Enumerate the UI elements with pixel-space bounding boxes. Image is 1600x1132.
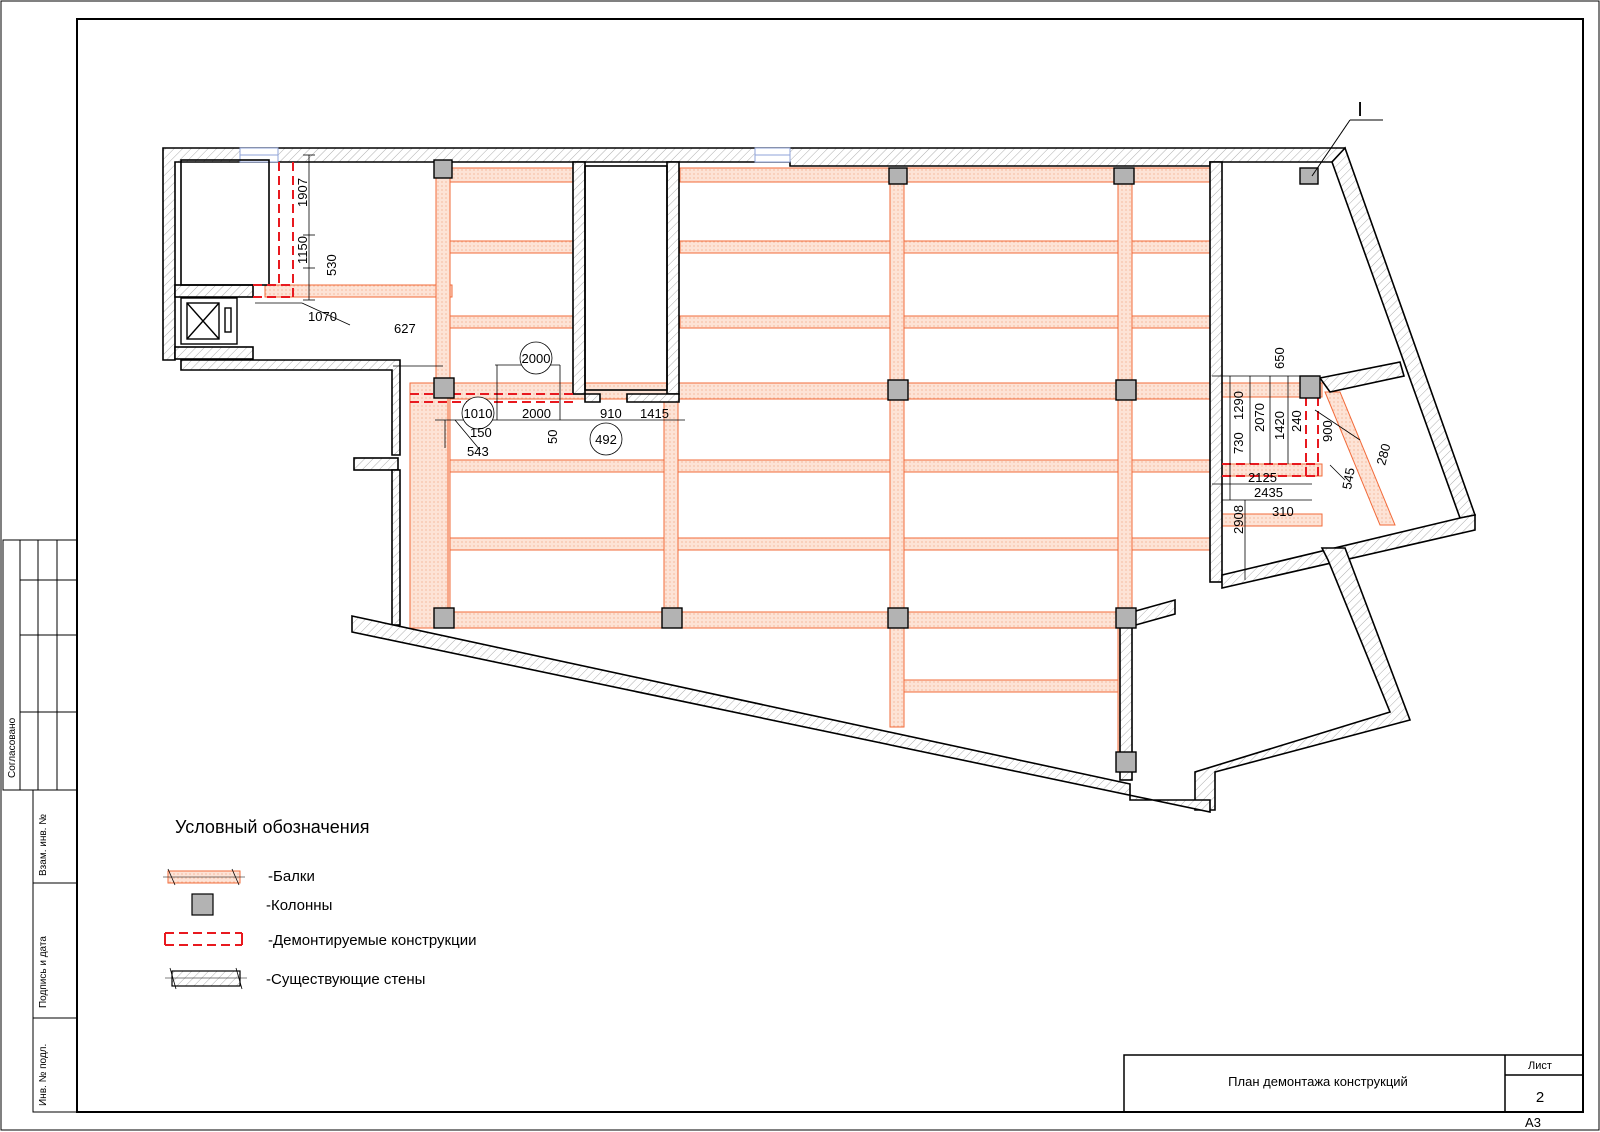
dim-240: 240 — [1289, 410, 1304, 432]
paper-format: А3 — [1525, 1115, 1541, 1130]
dim-2125: 2125 — [1248, 470, 1277, 485]
dim-2000-circled: 2000 — [522, 351, 551, 366]
column — [1115, 379, 1137, 401]
sheet-label: Лист — [1528, 1060, 1552, 1072]
legend-title: Условный обозначения — [175, 817, 370, 837]
column — [433, 607, 455, 629]
section-mark: I — [1357, 99, 1363, 121]
dim-1415: 1415 — [640, 406, 669, 421]
dim-1290: 1290 — [1231, 391, 1246, 420]
column — [433, 159, 453, 179]
dim-492-circled: 492 — [595, 432, 617, 447]
sheet-number: 2 — [1536, 1089, 1544, 1106]
legend-demolished-symbol — [164, 932, 243, 946]
dim-1420: 1420 — [1272, 411, 1287, 440]
room-outlines — [180, 159, 668, 391]
column — [1115, 607, 1137, 629]
legend-wall-label: -Существующие стены — [266, 971, 425, 988]
column — [887, 379, 909, 401]
legend-beam-symbol — [163, 868, 245, 886]
column — [887, 607, 909, 629]
legend-column-label: -Колонны — [266, 897, 332, 914]
dimension-lines — [255, 154, 1361, 580]
stamp-signature-date: Подпись и дата — [38, 936, 49, 1008]
dim-1010: 1010 — [464, 406, 493, 421]
side-stamp — [2, 539, 78, 1113]
dim-650: 650 — [1272, 347, 1287, 369]
dim-730: 730 — [1231, 432, 1246, 454]
column — [661, 607, 683, 629]
dim-310: 310 — [1272, 504, 1294, 519]
stamp-original-inv: Инв. № подл. — [38, 1044, 49, 1106]
columns — [433, 159, 1321, 773]
walls — [162, 146, 1477, 813]
dim-2070: 2070 — [1252, 403, 1267, 432]
dim-545: 545 — [1339, 467, 1358, 491]
dim-900: 900 — [1320, 420, 1335, 442]
windows — [239, 147, 791, 163]
dim-50: 50 — [545, 430, 560, 444]
legend-beam-label: -Балки — [268, 868, 315, 885]
column — [888, 167, 908, 185]
elevator-symbol — [180, 297, 238, 345]
column — [1115, 751, 1137, 773]
stamp-replaced-inv: Взам. инв. № — [38, 814, 49, 876]
column — [1113, 167, 1135, 185]
dim-910: 910 — [600, 406, 622, 421]
dim-530: 530 — [324, 254, 339, 276]
title-block — [1123, 1054, 1584, 1113]
dim-150: 150 — [470, 425, 492, 440]
dimension-circles — [461, 341, 623, 456]
section-mark-group — [1311, 119, 1383, 177]
dim-1150: 1150 — [295, 236, 310, 264]
column — [1299, 375, 1321, 399]
dim-543: 543 — [467, 444, 489, 459]
dim-2000: 2000 — [522, 406, 551, 421]
dim-1070: 1070 — [308, 309, 337, 324]
beams — [264, 167, 1396, 773]
legend-demolished-label: -Демонтируемые конструкции — [268, 932, 476, 949]
legend-wall-symbol — [165, 967, 247, 990]
stamp-agreed: Согласовано — [7, 717, 18, 778]
dim-280: 280 — [1373, 442, 1393, 467]
column — [1299, 167, 1319, 185]
dim-627: 627 — [394, 321, 416, 336]
legend-column-symbol — [191, 893, 214, 916]
dim-1907: 1907 — [295, 178, 310, 207]
dim-2908: 2908 — [1231, 505, 1246, 534]
drawing-title: План демонтажа конструкций — [1228, 1074, 1408, 1089]
dim-2435: 2435 — [1254, 485, 1283, 500]
column — [433, 377, 455, 399]
